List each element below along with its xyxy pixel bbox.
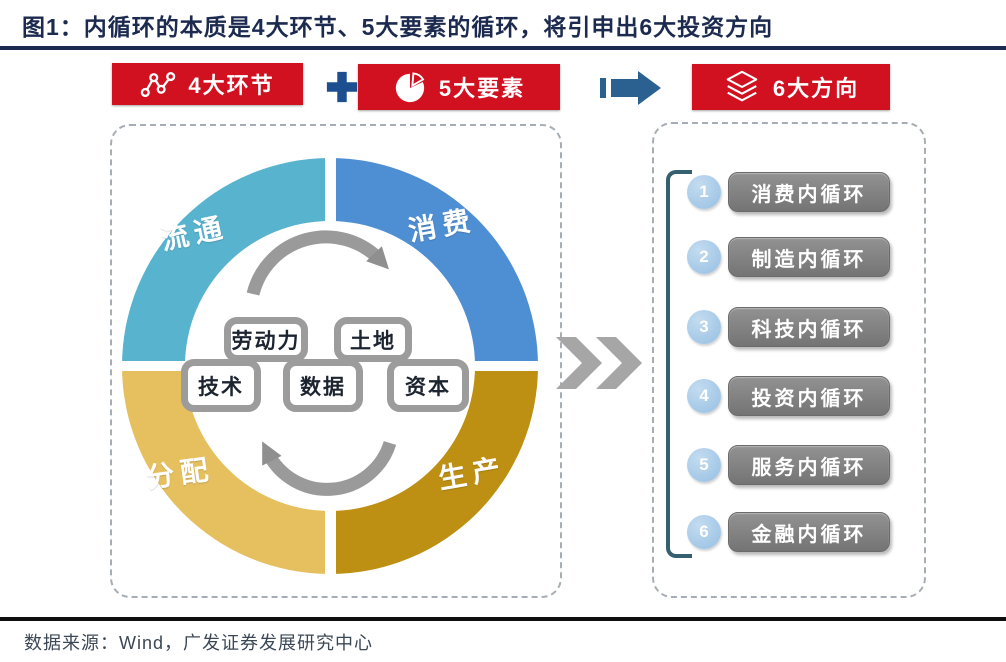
footer-rule — [0, 617, 1006, 621]
direction-number: 6 — [687, 515, 721, 549]
badge-5-factors-label: 5大要素 — [438, 76, 526, 101]
factor-box-labor: 劳动力 — [224, 317, 308, 362]
data-source: 数据来源：Wind，广发证券发展研究中心 — [24, 633, 374, 653]
direction-number: 4 — [687, 379, 721, 413]
direction-item-services: 服务内循环 — [728, 445, 890, 485]
direction-item-investment: 投资内循环 — [728, 376, 890, 416]
badge-6-directions-label: 6大方向 — [772, 76, 860, 101]
arrow-right-icon — [600, 71, 661, 105]
figure-title: 图1：内循环的本质是4大环节、5大要素的循环，将引申出6大投资方向 — [22, 14, 774, 40]
badge-6-directions: 6大方向 — [692, 64, 890, 110]
badge-5-factors: 5大要素 — [358, 64, 560, 110]
cycle-arrows-icon — [246, 230, 397, 496]
title-underline — [0, 46, 1006, 50]
direction-number: 1 — [687, 175, 721, 209]
factor-box-data: 数据 — [283, 359, 363, 412]
list-bracket — [666, 170, 692, 558]
direction-item-finance: 金融内循环 — [728, 512, 890, 552]
factor-box-land: 土地 — [334, 317, 412, 362]
double-chevron-right-icon — [556, 337, 642, 389]
direction-item-manufacturing: 制造内循环 — [728, 237, 890, 277]
direction-number: 5 — [687, 448, 721, 482]
direction-item-technology: 科技内循环 — [728, 307, 890, 347]
direction-number: 2 — [687, 240, 721, 274]
network-nodes-icon — [141, 72, 176, 98]
plus-icon — [326, 71, 358, 103]
factor-box-technology: 技术 — [181, 359, 261, 412]
factor-box-capital: 资本 — [387, 359, 469, 412]
badge-4-links: 4大环节 — [112, 63, 303, 105]
badge-4-links-label: 4大环节 — [188, 73, 275, 98]
direction-item-consumption: 消费内循环 — [728, 172, 890, 212]
layers-icon — [726, 70, 758, 102]
direction-number: 3 — [687, 310, 721, 344]
pie-chart-icon — [395, 72, 425, 103]
